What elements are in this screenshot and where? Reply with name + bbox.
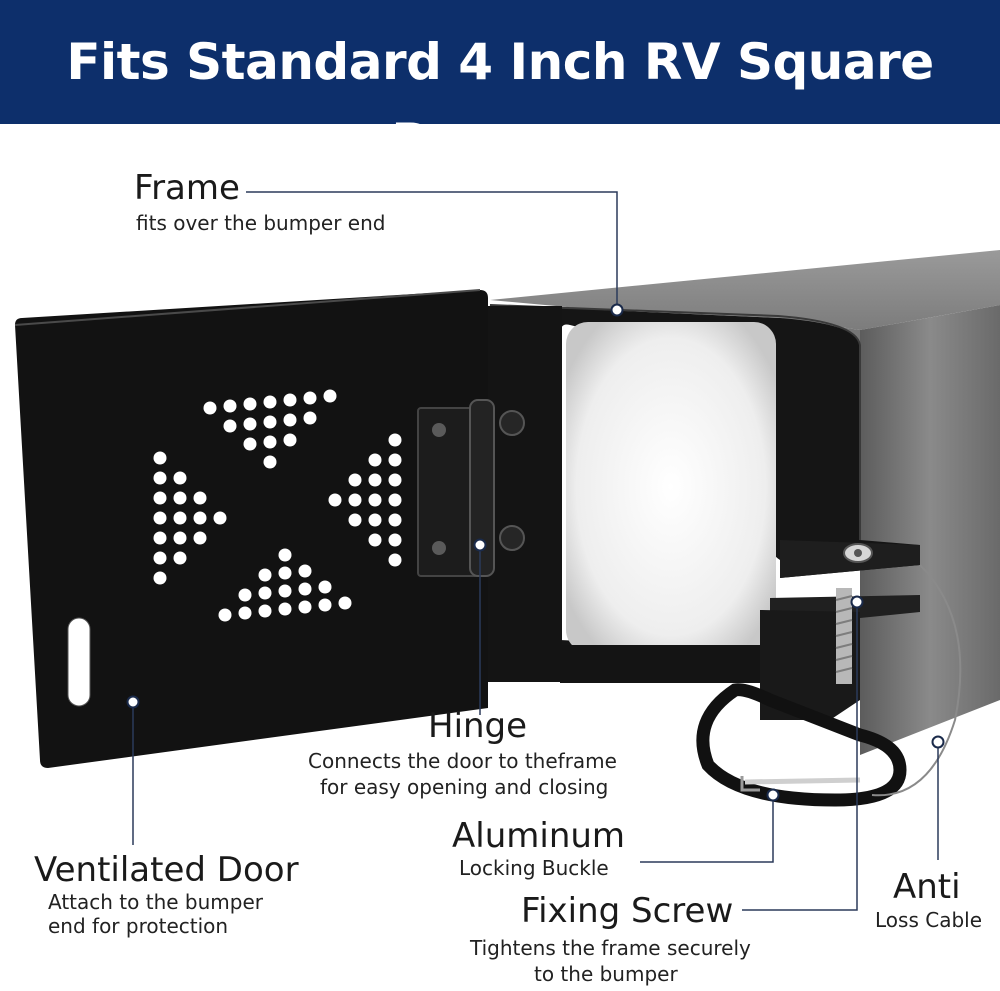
vent-hole bbox=[278, 584, 292, 598]
vent-hole bbox=[193, 531, 207, 545]
door-title: Ventilated Door bbox=[34, 850, 299, 890]
vent-hole bbox=[388, 513, 402, 527]
vent-hole bbox=[263, 395, 277, 409]
vent-hole bbox=[388, 453, 402, 467]
clamp-bracket bbox=[760, 540, 920, 720]
vent-hole bbox=[303, 391, 317, 405]
leader-lines bbox=[132, 191, 939, 911]
vent-hole bbox=[153, 471, 167, 485]
vent-hole bbox=[153, 491, 167, 505]
vent-hole bbox=[368, 493, 382, 507]
vent-hole bbox=[318, 580, 332, 594]
vent-hole bbox=[338, 596, 352, 610]
title-banner: Fits Standard 4 Inch RV Square Bumper bbox=[0, 0, 1000, 171]
vent-hole bbox=[283, 433, 297, 447]
hinge-description-line1: Connects the door to theframe bbox=[308, 749, 617, 773]
vent-hole bbox=[298, 600, 312, 614]
vent-hole bbox=[223, 399, 237, 413]
frame-title: Frame bbox=[134, 168, 240, 208]
vent-hole bbox=[173, 471, 187, 485]
vent-hole bbox=[153, 451, 167, 465]
screw-description-line1: Tightens the frame securely bbox=[470, 936, 751, 960]
vent-hole bbox=[388, 493, 402, 507]
hinge-title: Hinge bbox=[428, 706, 528, 746]
vent-hole bbox=[283, 413, 297, 427]
vent-hole bbox=[153, 571, 167, 585]
door-description-line1: Attach to the bumper bbox=[48, 890, 263, 914]
vent-hole bbox=[243, 417, 257, 431]
vent-hole bbox=[238, 588, 252, 602]
vent-hole bbox=[368, 513, 382, 527]
product-illustration bbox=[14, 191, 1000, 911]
leader-dots bbox=[126, 303, 945, 802]
vent-hole bbox=[388, 553, 402, 567]
vent-hole bbox=[173, 531, 187, 545]
carabiner bbox=[696, 683, 907, 807]
vent-hole bbox=[223, 419, 237, 433]
cable-title: Anti bbox=[893, 867, 961, 907]
banner-title: Fits Standard 4 Inch RV Square Bumper bbox=[66, 33, 934, 171]
aluminum-description: Locking Buckle bbox=[459, 856, 609, 880]
vent-hole bbox=[193, 511, 207, 525]
vent-hole bbox=[368, 473, 382, 487]
vent-hole bbox=[388, 473, 402, 487]
frame bbox=[488, 304, 920, 683]
vent-hole bbox=[328, 493, 342, 507]
vent-hole bbox=[153, 511, 167, 525]
anti-loss-cable bbox=[871, 564, 962, 797]
vent-hole bbox=[173, 551, 187, 565]
vent-hole bbox=[263, 415, 277, 429]
vent-hole bbox=[283, 393, 297, 407]
hinge bbox=[417, 399, 525, 577]
vent-hole bbox=[278, 548, 292, 562]
vent-hole bbox=[348, 513, 362, 527]
screw-description-line2: to the bumper bbox=[534, 962, 678, 986]
vent-hole bbox=[278, 602, 292, 616]
vent-hole bbox=[173, 491, 187, 505]
vent-hole bbox=[263, 435, 277, 449]
vent-hole bbox=[243, 397, 257, 411]
vent-hole bbox=[298, 582, 312, 596]
vent-hole bbox=[388, 533, 402, 547]
vent-hole bbox=[278, 566, 292, 580]
vent-hole bbox=[213, 511, 227, 525]
vent-hole bbox=[388, 433, 402, 447]
aluminum-title: Aluminum bbox=[452, 816, 626, 856]
vent-hole bbox=[203, 401, 217, 415]
ventilated-door bbox=[14, 289, 488, 768]
vent-hole bbox=[368, 453, 382, 467]
frame-description: fits over the bumper end bbox=[136, 211, 386, 235]
cable-description: Loss Cable bbox=[875, 908, 983, 932]
screw-title: Fixing Screw bbox=[521, 891, 734, 931]
vent-hole bbox=[263, 455, 277, 469]
vent-hole bbox=[348, 473, 362, 487]
vent-hole bbox=[243, 437, 257, 451]
vent-hole bbox=[218, 608, 232, 622]
vent-hole bbox=[368, 533, 382, 547]
vent-hole bbox=[348, 493, 362, 507]
vent-hole bbox=[153, 531, 167, 545]
vent-hole bbox=[153, 551, 167, 565]
door-description-line2: end for protection bbox=[48, 914, 229, 938]
vent-hole bbox=[298, 564, 312, 578]
vent-hole bbox=[318, 598, 332, 612]
vent-hole bbox=[238, 606, 252, 620]
vent-hole bbox=[323, 389, 337, 403]
hinge-description-line2: for easy opening and closing bbox=[320, 775, 609, 799]
vent-hole bbox=[258, 568, 272, 582]
vent-hole bbox=[303, 411, 317, 425]
product-scene bbox=[0, 124, 1000, 991]
vent-hole bbox=[173, 511, 187, 525]
vent-hole bbox=[193, 491, 207, 505]
vent-hole bbox=[258, 604, 272, 618]
vent-hole bbox=[258, 586, 272, 600]
